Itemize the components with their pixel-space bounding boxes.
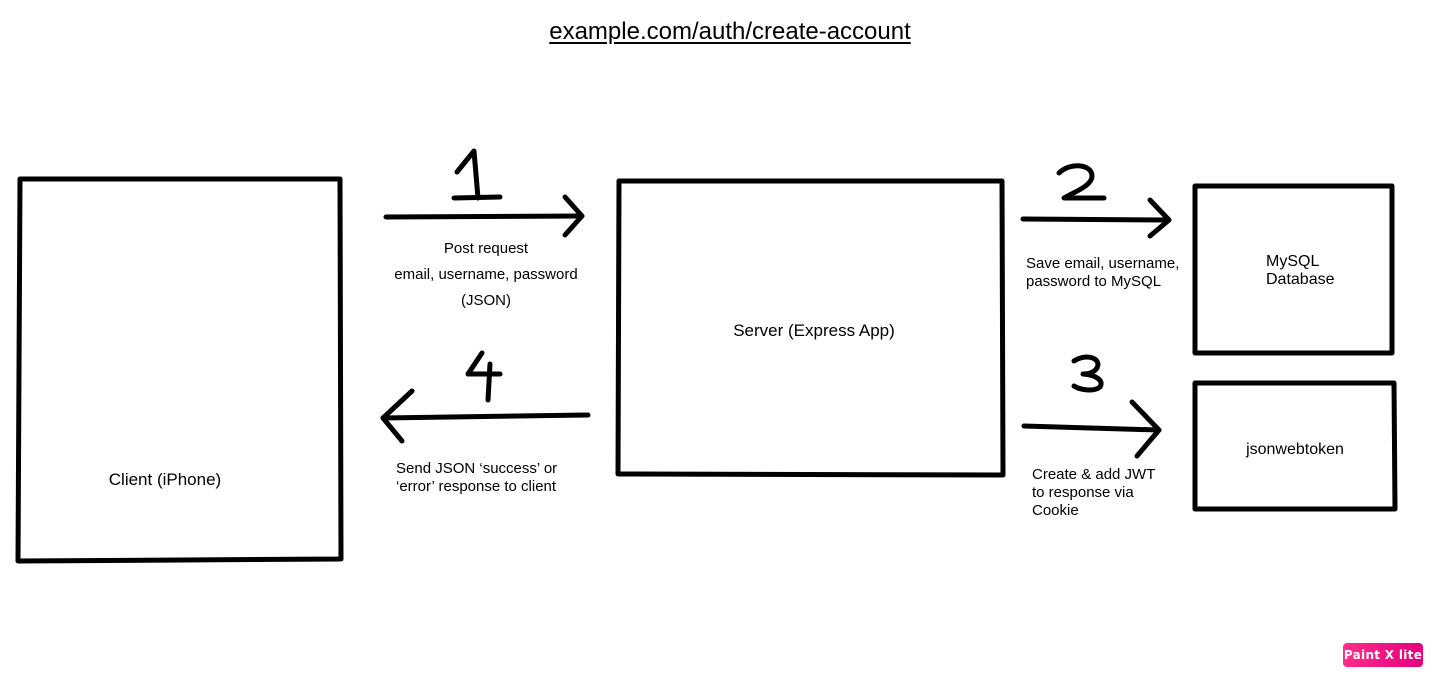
- step-1-line: (JSON): [461, 292, 511, 309]
- step-3-line: to response via: [1032, 484, 1134, 501]
- step-2-description: Save email, username, password to MySQL: [1026, 255, 1201, 291]
- database-label: MySQL Database: [1266, 253, 1386, 289]
- server-box: [615, 178, 1006, 478]
- jwt-box: [1192, 380, 1398, 512]
- step-4-line: ‘error’ response to client: [396, 478, 557, 495]
- server-label: Server (Express App): [733, 321, 895, 340]
- arrow-2: [1020, 197, 1172, 239]
- step-2-line: Save email, username,: [1026, 255, 1180, 272]
- step-number-3: [1071, 354, 1104, 393]
- jwt-label: jsonwebtoken: [1246, 441, 1344, 458]
- step-number-4: [465, 350, 503, 403]
- database-label-line: MySQL: [1266, 253, 1320, 270]
- step-1-description: Post request email, username, password (…: [374, 236, 598, 314]
- database-box: [1192, 183, 1395, 356]
- step-1-line: email, username, password: [394, 266, 578, 283]
- step-1-line: Post request: [443, 240, 529, 257]
- arrow-1: [383, 194, 585, 238]
- step-3-line: Create & add JWT: [1032, 466, 1156, 483]
- client-box: [15, 176, 344, 564]
- step-4-line: Send JSON ‘success’ or: [396, 460, 558, 477]
- step-number-1: [451, 148, 503, 201]
- paint-x-lite-badge[interactable]: Paint X lite: [1343, 643, 1423, 667]
- step-3-description: Create & add JWT to response via Cookie: [1032, 466, 1192, 520]
- step-2-line: password to MySQL: [1026, 273, 1162, 290]
- page-title: example.com/auth/create-account: [549, 18, 911, 45]
- database-label-line: Database: [1266, 271, 1335, 288]
- client-label: Client (iPhone): [108, 470, 222, 489]
- step-4-description: Send JSON ‘success’ or ‘error’ response …: [396, 460, 596, 496]
- arrow-4: [380, 388, 591, 444]
- arrow-3: [1021, 399, 1162, 459]
- step-number-2: [1056, 163, 1107, 201]
- step-3-line: Cookie: [1032, 502, 1079, 519]
